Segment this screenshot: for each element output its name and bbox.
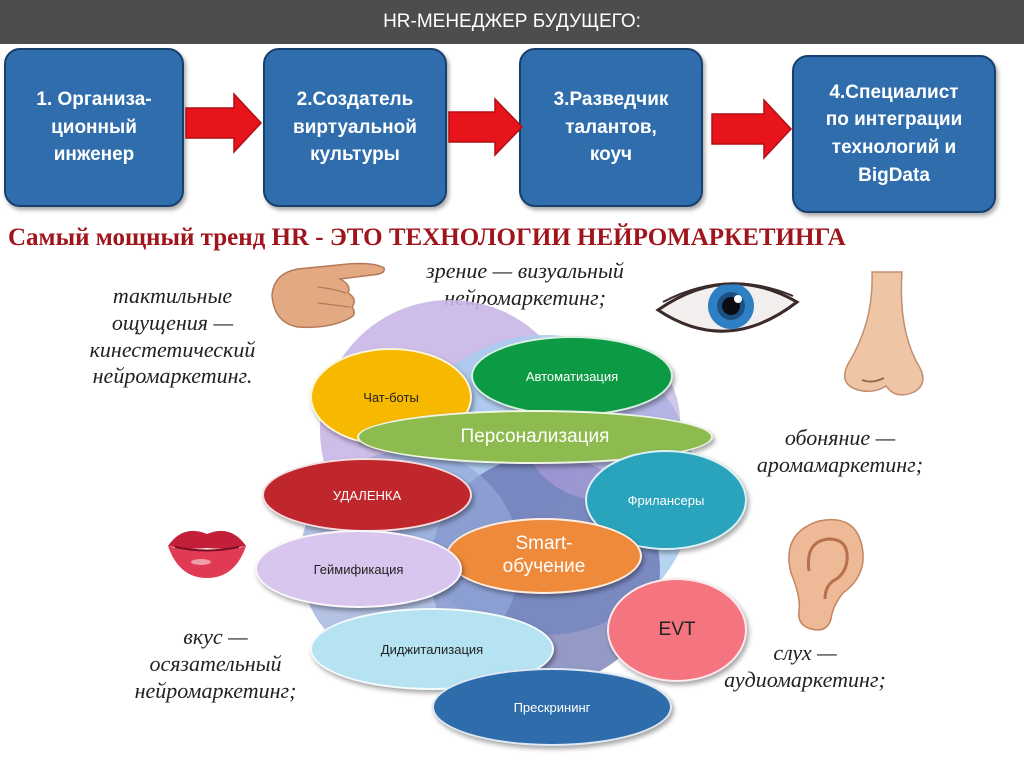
- step-label-2: 2.Создатель виртуальной культуры: [293, 89, 417, 166]
- step-box-1: 1. Организа- ционный инженер: [4, 48, 184, 207]
- bubble-personalization: Персонализация: [357, 410, 713, 464]
- hand-icon: [271, 262, 385, 329]
- sense-touch-label: тактильные ощущения — кинестетический не…: [89, 283, 256, 389]
- bubble-evt: EVT: [607, 578, 747, 682]
- step-box-4: 4.Специалист по интеграции технологий и …: [792, 55, 996, 213]
- trend-heading: Самый мощный тренд HR - ЭТО ТЕХНОЛОГИИ Н…: [8, 224, 846, 251]
- bubble-gamification: Геймификация: [255, 530, 462, 608]
- arrow-right-icon: [185, 92, 263, 154]
- nose-icon: [843, 271, 924, 396]
- bubble-smart-learning: Smart- обучение: [446, 518, 642, 594]
- ear-icon: [788, 519, 864, 631]
- bubble-automation: Автоматизация: [471, 336, 673, 416]
- sense-smell-label: обоняние — аромамаркетинг;: [756, 425, 924, 477]
- sense-hearing-label: слух — аудиомаркетинг;: [724, 640, 886, 692]
- page-title: HR-МЕНЕДЖЕР БУДУЩЕГО:: [383, 11, 641, 32]
- sense-taste-label: вкус — осязательный нейромаркетинг;: [134, 624, 297, 703]
- step-box-2: 2.Создатель виртуальной культуры: [263, 48, 447, 207]
- step-label-1: 1. Организа- ционный инженер: [36, 89, 152, 166]
- step-label-3: 3.Разведчик талантов, коуч: [553, 89, 669, 166]
- header-bar: HR-МЕНЕДЖЕР БУДУЩЕГО:: [0, 0, 1024, 44]
- bubble-remote: УДАЛЕНКА: [262, 458, 472, 532]
- arrow-right-icon: [448, 97, 524, 157]
- step-box-3: 3.Разведчик талантов, коуч: [519, 48, 703, 207]
- lips-icon: [168, 530, 246, 578]
- eye-icon: [655, 282, 800, 333]
- step-label-4: 4.Специалист по интеграции технологий и …: [825, 81, 963, 186]
- bubble-prescreening: Прескрининг: [432, 668, 672, 746]
- arrow-right-icon: [711, 98, 793, 160]
